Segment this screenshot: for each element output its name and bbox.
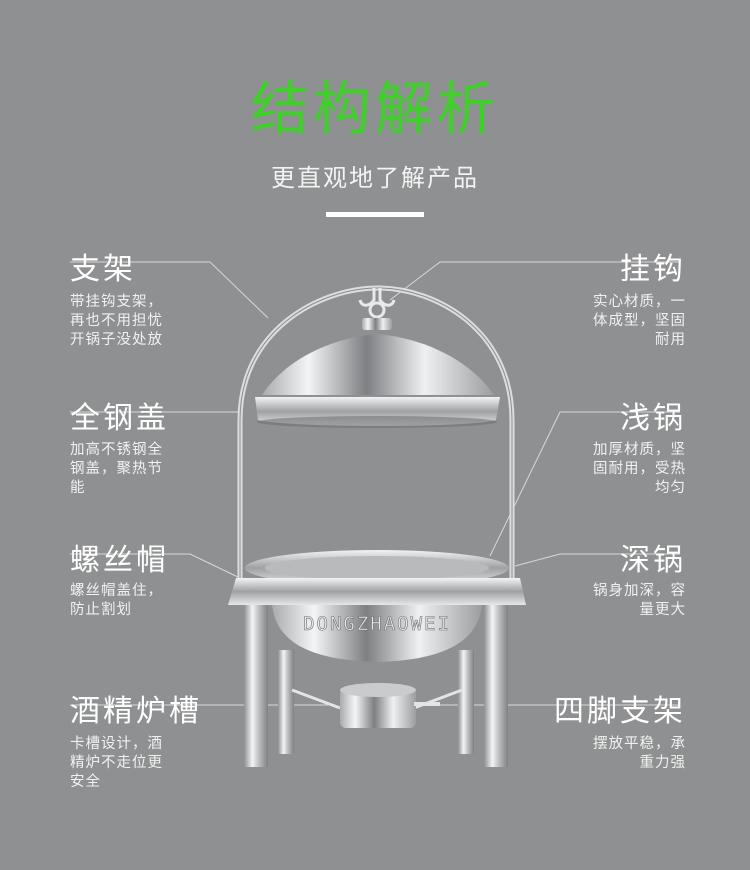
page-subtitle: 更直观地了解产品 [271, 164, 479, 192]
title-divider [326, 212, 424, 217]
feature-label-stand: 支架 [70, 252, 136, 287]
feature-label-deep-pan: 深锅 [620, 543, 686, 578]
feature-label-four-leg-stand: 四脚支架 [554, 694, 686, 729]
feature-label-hook: 挂钩 [620, 252, 686, 287]
feature-label-shallow-pan: 浅锅 [620, 401, 686, 436]
feature-desc-screw-cap: 螺丝帽盖住，防止割划 [70, 583, 163, 618]
feature-desc-burner-slot: 卡槽设计，酒精炉不走位更安全 [70, 736, 163, 790]
feature-label-screw-cap: 螺丝帽 [70, 543, 169, 578]
page-title: 结构解析 [250, 75, 499, 143]
stand-arch [237, 285, 515, 578]
deep-pan [272, 605, 482, 662]
stand-leg [278, 650, 294, 754]
steel-lid [262, 334, 494, 395]
feature-desc-deep-pan: 锅身加深，容量更大 [593, 583, 686, 618]
feature-label-steel-lid: 全钢盖 [70, 401, 169, 436]
brand-text: DONGZHAOWEI [303, 613, 451, 635]
stand-leg [458, 650, 474, 754]
feature-label-burner-slot: 酒精炉槽 [70, 694, 202, 729]
hook [358, 288, 376, 307]
lid-knob [362, 318, 392, 330]
feature-desc-four-leg-stand: 摆放平稳，承重力强 [593, 736, 686, 771]
frame-top [228, 578, 526, 605]
feature-desc-stand: 带挂钩支架，再也不用担忧开锅子没处放 [70, 294, 163, 348]
feature-desc-hook: 实心材质，一体成型，坚固耐用 [593, 294, 686, 348]
alcohol-burner [340, 688, 416, 728]
feature-desc-steel-lid: 加高不锈钢全钢盖，聚热节能 [70, 442, 163, 496]
feature-desc-shallow-pan: 加厚材质，坚固耐用，受热均匀 [593, 442, 686, 496]
stand-leg [484, 605, 508, 767]
stand-leg [244, 605, 268, 767]
